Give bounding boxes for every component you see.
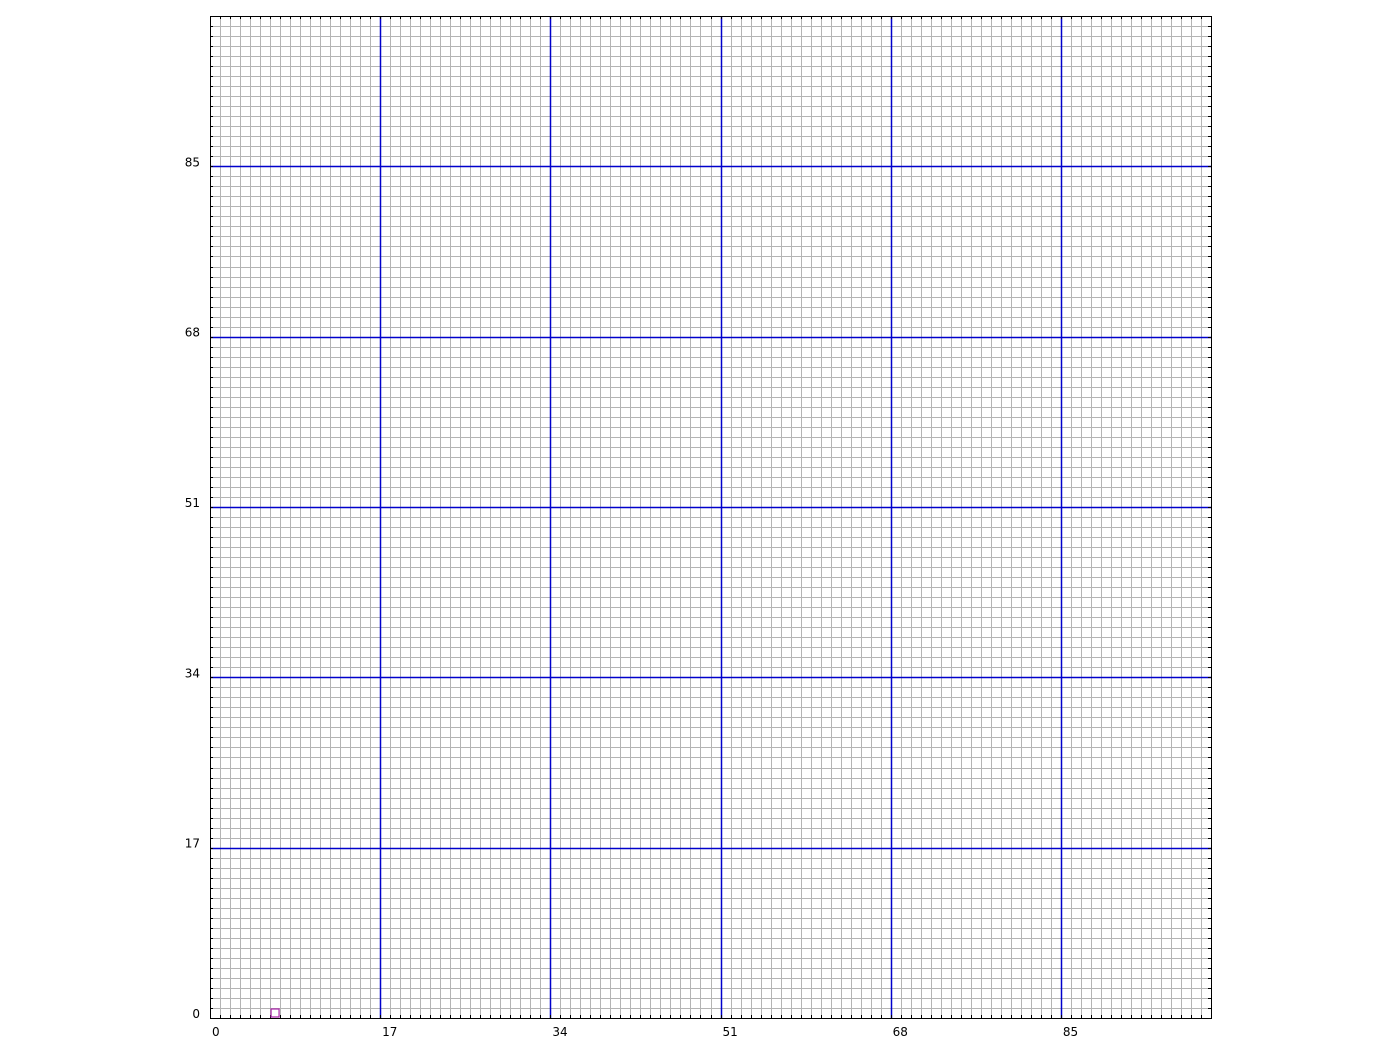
data-points: [270, 1008, 280, 1018]
y-tick-label: 34: [185, 666, 200, 680]
x-tick-label: 17: [382, 1025, 397, 1039]
x-tick-labels: 0 17 34 51 68 85: [212, 1025, 1078, 1039]
x-tick-label: 68: [893, 1025, 908, 1039]
major-grid: [210, 16, 1211, 1018]
x-tick-label: 34: [552, 1025, 567, 1039]
x-tick-label: 85: [1063, 1025, 1078, 1039]
y-tick-label: 68: [185, 326, 200, 340]
y-tick-label: 17: [185, 837, 200, 851]
y-tick-label: 0: [192, 1007, 200, 1021]
x-tick-label: 51: [723, 1025, 738, 1039]
plot-frame: [210, 16, 1212, 1019]
y-tick-label: 51: [185, 496, 200, 510]
minor-grid: [210, 16, 1212, 1019]
y-tick-labels: 0 17 34 51 68 85: [185, 155, 200, 1021]
x-tick-label: 0: [212, 1025, 220, 1039]
data-point-marker: [270, 1008, 280, 1018]
y-tick-label: 85: [185, 155, 200, 169]
